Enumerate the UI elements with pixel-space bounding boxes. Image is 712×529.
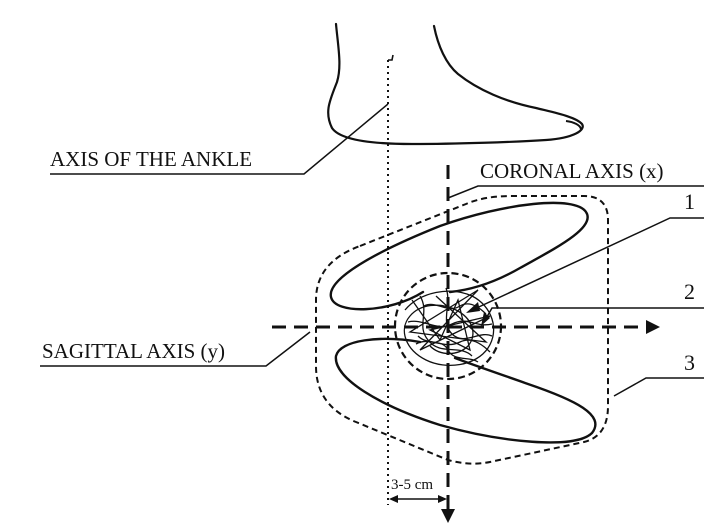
marker-1-label: 1 <box>684 189 695 214</box>
marker-2-leader <box>484 308 704 322</box>
ankle-axis-tick <box>388 55 393 60</box>
sagittal-axis-label: SAGITTAL AXIS (y) <box>42 339 225 363</box>
marker-1-leader <box>468 218 704 312</box>
ankle-axis-label: AXIS OF THE ANKLE <box>50 147 252 171</box>
offset-arrowhead-right <box>438 495 447 503</box>
foot-outline <box>328 24 583 144</box>
sagittal-axis-arrowhead <box>646 320 660 334</box>
offset-arrowhead-left <box>389 495 398 503</box>
marker-2-label: 2 <box>684 279 695 304</box>
upper-loop <box>331 203 588 309</box>
lower-loop <box>336 339 596 443</box>
marker-3-leader <box>614 378 704 396</box>
coronal-axis-label: CORONAL AXIS (x) <box>480 159 664 183</box>
offset-label: 3-5 cm <box>391 477 433 493</box>
coronal-axis-arrowhead <box>441 509 455 523</box>
marker-3-label: 3 <box>684 350 695 375</box>
